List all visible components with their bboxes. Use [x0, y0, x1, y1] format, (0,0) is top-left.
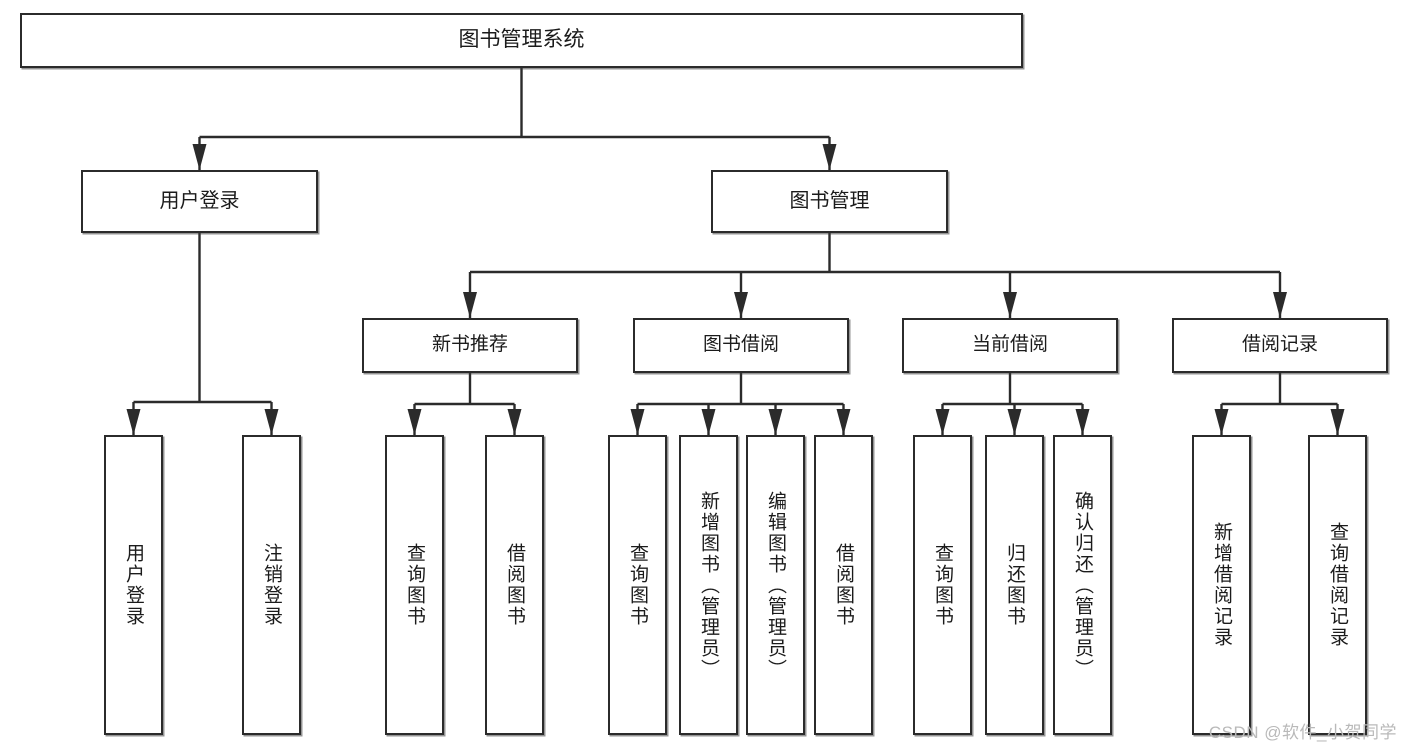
node-leaf-rec-1[interactable]: 新增借阅记录 — [1192, 435, 1251, 735]
node-label: 查询借阅记录 — [1327, 522, 1348, 648]
arrowhead-icon — [1075, 409, 1090, 435]
arrowhead-icon — [734, 292, 748, 318]
node-leaf-new-2[interactable]: 借阅图书 — [485, 435, 544, 735]
node-label: 新书推荐 — [431, 334, 508, 356]
node-label: 图书借阅 — [702, 334, 779, 356]
node-label: 当前借阅 — [971, 334, 1048, 356]
node-label: 借阅记录 — [1241, 334, 1318, 356]
node-current[interactable]: 当前借阅 — [902, 318, 1118, 373]
arrowhead-icon — [126, 409, 141, 435]
node-label: 图书管理 — [789, 189, 870, 212]
node-leaf-login-1[interactable]: 用户登录 — [104, 435, 163, 735]
node-leaf-cur-2[interactable]: 归还图书 — [985, 435, 1044, 735]
node-label: 借阅图书 — [504, 543, 525, 627]
node-label: 新增借阅记录 — [1211, 522, 1232, 648]
node-root[interactable]: 图书管理系统 — [20, 13, 1023, 68]
node-login[interactable]: 用户登录 — [81, 170, 318, 233]
node-leaf-rec-2[interactable]: 查询借阅记录 — [1308, 435, 1367, 735]
node-label: 新增图书（管理员） — [698, 490, 719, 680]
arrowhead-icon — [836, 409, 851, 435]
arrowhead-icon — [701, 409, 716, 435]
node-label: 编辑图书（管理员） — [765, 490, 786, 680]
node-label: 用户登录 — [159, 189, 240, 212]
node-label: 确认归还（管理员） — [1072, 490, 1093, 680]
arrowhead-icon — [1330, 409, 1345, 435]
node-label: 图书管理系统 — [458, 28, 585, 52]
node-borrow[interactable]: 图书借阅 — [633, 318, 849, 373]
node-bookmgmt[interactable]: 图书管理 — [711, 170, 948, 233]
node-leaf-new-1[interactable]: 查询图书 — [385, 435, 444, 735]
arrowhead-icon — [507, 409, 522, 435]
watermark-text: CSDN @软件_小贺同学 — [1208, 723, 1397, 742]
arrowhead-icon — [768, 409, 783, 435]
arrowhead-icon — [822, 144, 837, 170]
node-leaf-login-2[interactable]: 注销登录 — [242, 435, 301, 735]
node-leaf-borrow-3[interactable]: 编辑图书（管理员） — [746, 435, 805, 735]
arrowhead-icon — [463, 292, 477, 318]
arrowhead-icon — [1214, 409, 1229, 435]
arrowhead-icon — [264, 409, 279, 435]
node-label: 归还图书 — [1004, 543, 1025, 627]
node-label: 查询图书 — [627, 543, 648, 627]
arrowhead-icon — [192, 144, 207, 170]
node-leaf-cur-3[interactable]: 确认归还（管理员） — [1053, 435, 1112, 735]
node-leaf-cur-1[interactable]: 查询图书 — [913, 435, 972, 735]
node-newbook[interactable]: 新书推荐 — [362, 318, 578, 373]
arrowhead-icon — [407, 409, 422, 435]
arrowhead-icon — [630, 409, 645, 435]
arrowhead-icon — [1003, 292, 1017, 318]
node-label: 注销登录 — [261, 543, 282, 627]
node-records[interactable]: 借阅记录 — [1172, 318, 1388, 373]
arrowhead-icon — [935, 409, 950, 435]
node-leaf-borrow-4[interactable]: 借阅图书 — [814, 435, 873, 735]
node-leaf-borrow-2[interactable]: 新增图书（管理员） — [679, 435, 738, 735]
node-label: 借阅图书 — [833, 543, 854, 627]
arrowhead-icon — [1273, 292, 1287, 318]
node-leaf-borrow-1[interactable]: 查询图书 — [608, 435, 667, 735]
node-label: 查询图书 — [404, 543, 425, 627]
node-label: 查询图书 — [932, 543, 953, 627]
arrowhead-icon — [1007, 409, 1022, 435]
node-label: 用户登录 — [123, 543, 144, 627]
